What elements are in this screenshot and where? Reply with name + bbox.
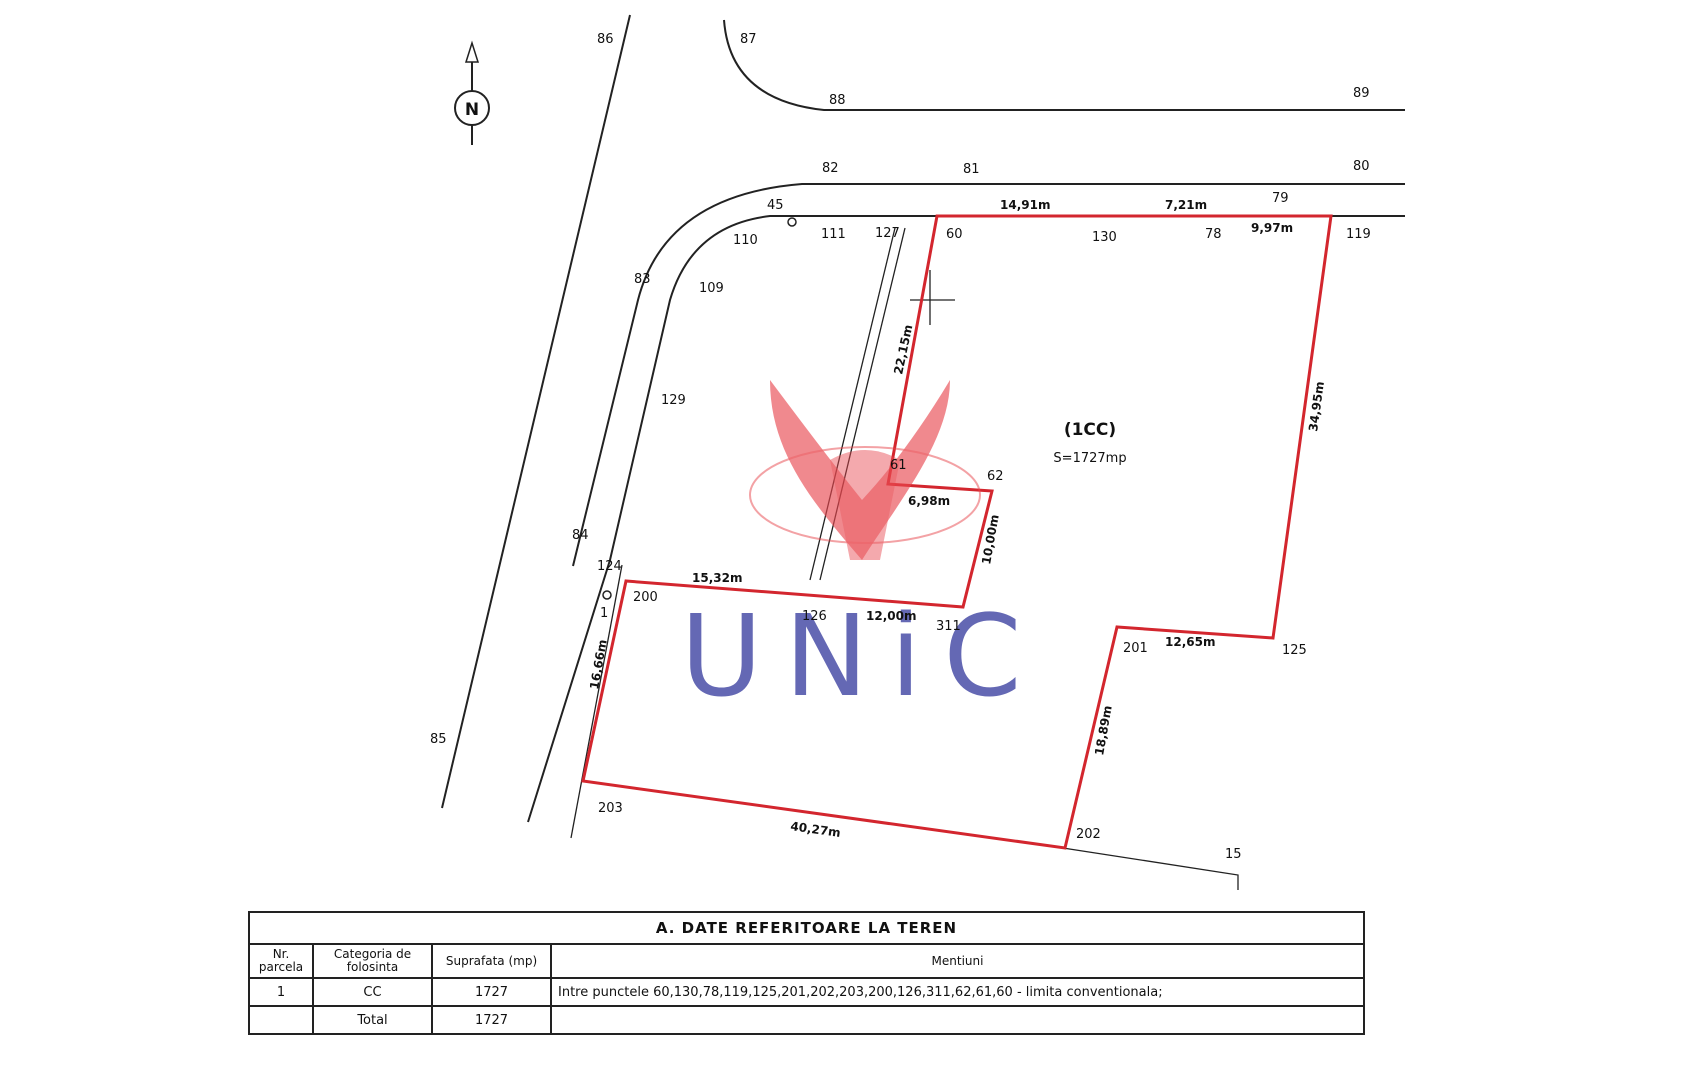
point-label: 109 — [699, 281, 724, 296]
point-label: 111 — [821, 227, 846, 242]
table-header: Categoria de folosinta — [312, 943, 433, 979]
point-label: 203 — [598, 801, 623, 816]
point-label: 83 — [634, 272, 651, 287]
point-label: 62 — [987, 469, 1004, 484]
table-cell: Intre punctele 60,130,78,119,125,201,202… — [550, 977, 1365, 1007]
dimension-label: 40,27m — [790, 819, 842, 840]
table-cell: 1 — [248, 977, 314, 1007]
table-cell — [550, 1005, 1365, 1035]
point-label: 81 — [963, 162, 980, 177]
table-header: Mentiuni — [550, 943, 1365, 979]
point-label: 61 — [890, 458, 907, 473]
point-label: 311 — [936, 619, 961, 634]
land-data-table: A. DATE REFERITOARE LA TEREN Nr. parcela… — [248, 911, 1365, 1035]
point-label: 200 — [633, 590, 658, 605]
point-label: 60 — [946, 227, 963, 242]
dimension-label: 14,91m — [1000, 198, 1050, 212]
dimension-label: 9,97m — [1251, 221, 1293, 235]
table-cell: 1727 — [431, 1005, 552, 1035]
dimension-label: 10,00m — [979, 513, 1002, 565]
point-label: 202 — [1076, 827, 1101, 842]
point-label: 110 — [733, 233, 758, 248]
dimension-label: 7,21m — [1165, 198, 1207, 212]
table-title: A. DATE REFERITOARE LA TEREN — [248, 911, 1365, 945]
point-label: 86 — [597, 32, 614, 47]
dimension-label: 6,98m — [908, 494, 950, 508]
dimension-label: 12,65m — [1165, 635, 1215, 649]
point-label: 201 — [1123, 641, 1148, 656]
point-label: 82 — [822, 161, 839, 176]
north-label: N — [465, 100, 479, 120]
dimension-label: 16,66m — [587, 638, 610, 690]
table-row: Total 1727 — [248, 1005, 1365, 1035]
parcel-name: (1CC) — [1064, 420, 1116, 440]
table-cell: CC — [312, 977, 433, 1007]
point-label: 87 — [740, 32, 757, 47]
unic-watermark: UNiC — [680, 380, 1043, 722]
table-cell — [248, 1005, 314, 1035]
point-label: 80 — [1353, 159, 1370, 174]
point-label: 88 — [829, 93, 846, 108]
table-header: Suprafata (mp) — [431, 943, 552, 979]
dimension-label: 12,00m — [866, 609, 916, 623]
point-label: 84 — [572, 528, 589, 543]
dimension-label: 34,95m — [1306, 380, 1327, 432]
point-label: 79 — [1272, 191, 1289, 206]
point-label: 1 — [600, 606, 608, 621]
point-label: 45 — [767, 198, 784, 213]
dimension-label: 15,32m — [692, 571, 742, 585]
point-label: 130 — [1092, 230, 1117, 245]
point-label: 124 — [597, 559, 622, 574]
point-label: 15 — [1225, 847, 1242, 862]
table-row: 1 CC 1727 Intre punctele 60,130,78,119,1… — [248, 977, 1365, 1007]
parcel-area: S=1727mp — [1053, 451, 1126, 466]
point-label: 126 — [802, 609, 827, 624]
parcel-boundary — [581, 214, 1333, 850]
point-label: 119 — [1346, 227, 1371, 242]
table-cell: Total — [312, 1005, 433, 1035]
point-label: 125 — [1282, 643, 1307, 658]
point-labels: 86 87 88 89 82 81 80 45 79 110 111 127 6… — [430, 32, 1371, 862]
point-label: 127 — [875, 226, 900, 241]
table-cell: 1727 — [431, 977, 552, 1007]
point-label: 129 — [661, 393, 686, 408]
point-label: 78 — [1205, 227, 1222, 242]
table-header: Nr. parcela — [248, 943, 314, 979]
north-arrow-icon: N — [454, 40, 490, 145]
point-label: 85 — [430, 732, 447, 747]
point-label: 89 — [1353, 86, 1370, 101]
watermark-text: UNiC — [680, 592, 1043, 722]
dimension-labels: 14,91m 7,21m 9,97m 22,15m 34,95m 6,98m 1… — [587, 198, 1327, 840]
